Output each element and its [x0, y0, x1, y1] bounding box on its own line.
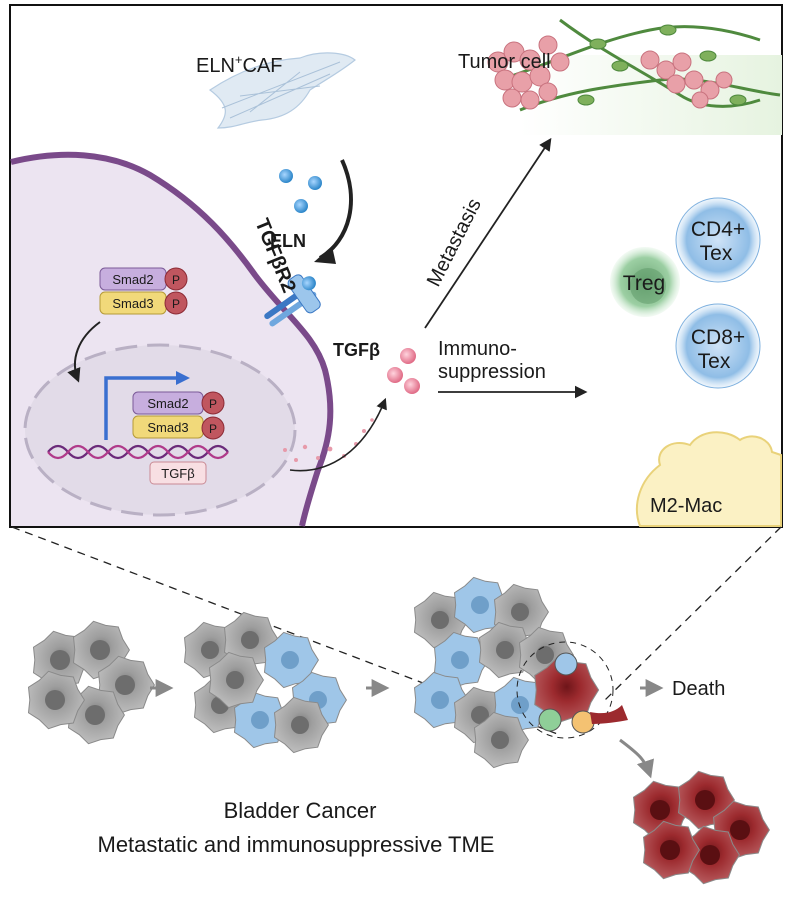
cell-nucleus	[491, 731, 509, 749]
cell-nucleus	[251, 711, 269, 729]
bottom-title-2: Metastatic and immunosuppressive TME	[98, 832, 495, 857]
tgfb-gene-box	[149, 461, 207, 485]
cell-nucleus	[431, 611, 449, 629]
cell-nucleus	[471, 596, 489, 614]
eln-dot	[308, 176, 322, 190]
caf-cell	[208, 52, 356, 129]
m2-macrophage	[635, 431, 782, 527]
metastasis-arrow	[424, 137, 552, 329]
bottom-title-1: Bladder Cancer	[224, 798, 377, 823]
cell-nucleus	[536, 646, 554, 664]
treg-label: Treg	[623, 272, 665, 295]
zoom-line-right	[604, 526, 782, 701]
tumor-cell-cluster	[487, 35, 733, 110]
cell-nucleus	[90, 640, 110, 660]
cell-nucleus	[471, 706, 489, 724]
vessel-nodes	[577, 24, 747, 106]
cd-cell	[554, 652, 578, 676]
cell-nucleus	[281, 651, 299, 669]
smad3-label: Smad3	[112, 296, 153, 311]
tgfb-gene-label: TGFβ	[161, 466, 194, 481]
tgfb-ligand	[387, 367, 403, 383]
p-label-1: P	[172, 273, 180, 287]
cell-nucleus	[451, 651, 469, 669]
cell-nucleus	[115, 675, 135, 695]
cd4-tex-cell	[675, 197, 761, 283]
tgfbr2-receptor	[264, 274, 321, 327]
dna-helix	[47, 444, 229, 460]
tgfb-label: TGFβ	[333, 340, 380, 360]
treg-cell-small	[538, 708, 562, 732]
tgfb-ligand	[404, 378, 420, 394]
migrating-tail	[590, 705, 628, 724]
nuclear-p2-label: P	[209, 397, 217, 411]
cell-nucleus	[45, 690, 65, 710]
immuno-label-1: Immuno-	[438, 338, 517, 360]
cell-nucleus	[730, 820, 750, 840]
zoom-circle	[516, 641, 614, 739]
tumor-cell-label: Tumor cell	[458, 51, 551, 73]
nuclear-smad-complex: Smad2 Smad3 P P	[132, 391, 225, 440]
eln-dot	[294, 199, 308, 213]
cd4-label-2: Tex	[700, 242, 733, 265]
cell-nucleus	[511, 603, 529, 621]
cell-nucleus	[511, 696, 529, 714]
cell-nucleus	[660, 840, 680, 860]
nuclear-import-arrow	[67, 321, 101, 383]
m2-label: M2-Mac	[650, 495, 722, 517]
cd8-label-2: Tex	[698, 350, 731, 373]
nuclear-smad2-label: Smad2	[147, 396, 188, 411]
tgfb-ligand	[400, 348, 416, 364]
immuno-label-2: suppression	[438, 361, 546, 383]
metastasis-spread-arrow	[619, 738, 654, 779]
top-panel: Smad2 Smad3 P P TGFβ Smad2 Smad3 P P	[9, 4, 783, 528]
cell-nucleus	[50, 650, 70, 670]
transcription-arrow	[104, 376, 178, 440]
cell-nucleus	[431, 691, 449, 709]
cd4-label-1: CD4+	[691, 218, 745, 241]
cell-nucleus	[700, 845, 720, 865]
cell-nucleus	[241, 631, 259, 649]
cell-nucleus	[291, 716, 309, 734]
tgfb-secretion-arrow	[289, 397, 387, 472]
cell-nucleus	[226, 671, 244, 689]
death-label: Death	[672, 678, 725, 700]
cd8-label-1: CD8+	[691, 326, 745, 349]
caf-label: ELN+CAF	[196, 52, 283, 77]
eln-label: ELN	[270, 231, 306, 251]
cell-nucleus	[201, 641, 219, 659]
cell-nucleus	[85, 705, 105, 725]
nuclear-smad3-label: Smad3	[147, 420, 188, 435]
cell-nucleus	[695, 790, 715, 810]
cell-nucleus	[496, 641, 514, 659]
cell-nucleus	[650, 800, 670, 820]
progression-clusters	[27, 576, 770, 885]
cytoplasm-smad-complex: Smad2 Smad3 P P	[99, 267, 188, 315]
eln-dot	[279, 169, 293, 183]
smad2-label: Smad2	[112, 272, 153, 287]
cd8-tex-cell	[675, 303, 761, 389]
nuclear-p3-label: P	[209, 422, 217, 436]
p-label-2: P	[172, 297, 180, 311]
